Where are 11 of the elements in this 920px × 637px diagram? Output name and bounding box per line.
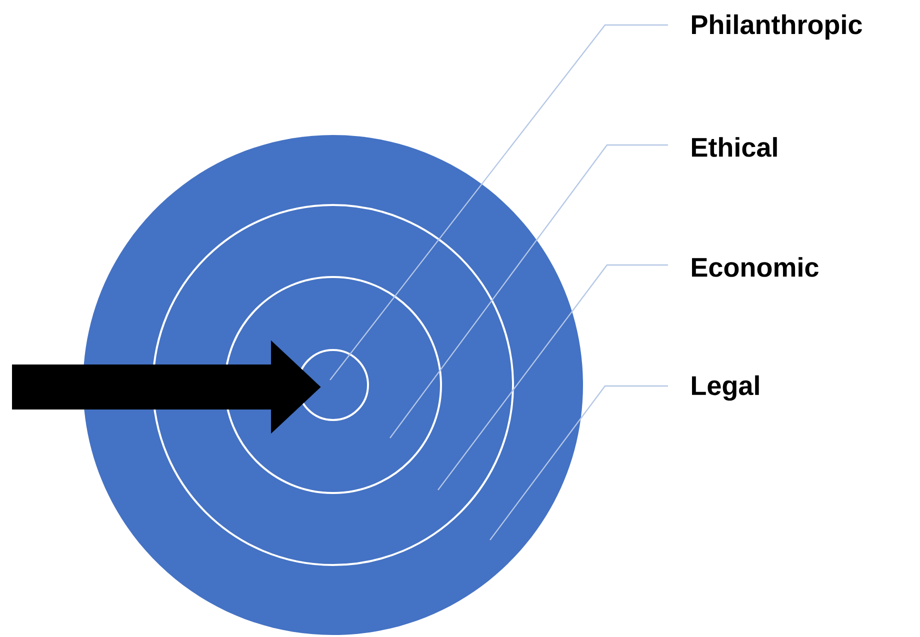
leader-line [330,24,668,380]
label-text: Ethical [692,137,777,157]
leader-line [490,385,668,540]
target-disc [83,135,583,635]
ring [152,204,514,566]
leader-line [438,264,668,490]
leader-line [390,144,668,438]
ring [224,276,442,494]
label-text: Legal [692,375,759,401]
label-text: Philanthropic [692,14,862,40]
label-text: Economic [692,257,818,277]
